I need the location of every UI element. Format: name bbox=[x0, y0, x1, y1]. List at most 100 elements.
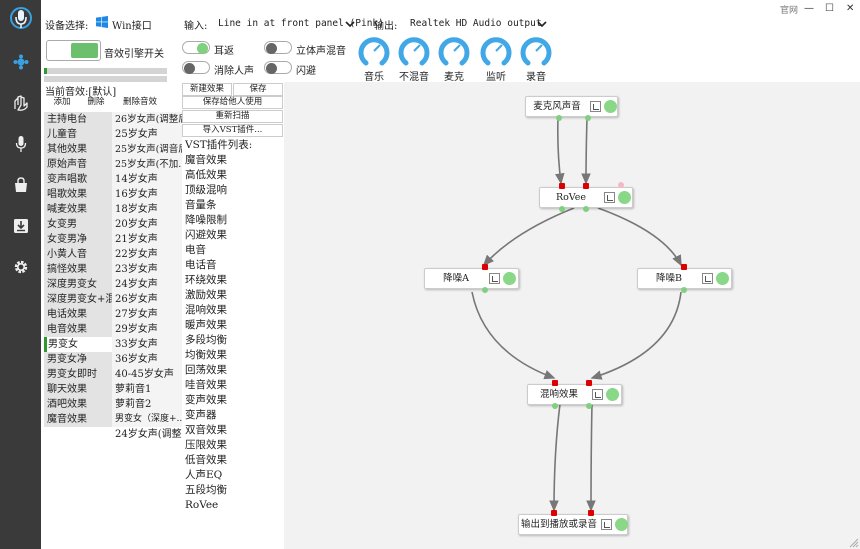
volume-slider-2[interactable] bbox=[44, 76, 167, 82]
effect-category-item[interactable]: 其他效果 bbox=[44, 142, 112, 157]
effect-preset-item[interactable]: 22岁女声 bbox=[112, 247, 182, 262]
effect-preset-item[interactable]: 24岁女声 bbox=[112, 277, 182, 292]
graph-node-reverb[interactable]: 混响效果 bbox=[527, 380, 622, 409]
output-device-select[interactable]: Realtek HD Audio output bbox=[410, 18, 542, 29]
input-device-select[interactable]: Line in at front panel (Pink) bbox=[218, 18, 384, 29]
effect-graph-canvas[interactable]: 麦克风声音 RoVee 降噪A 降噪B 混响效果输出到播放或录音 bbox=[284, 82, 860, 549]
graph-node-mic[interactable]: 麦克风声音 bbox=[525, 96, 618, 121]
rescan-button[interactable]: 重新扫描 bbox=[182, 110, 283, 123]
add-button[interactable]: 添加 bbox=[53, 97, 71, 107]
save-button[interactable]: 保存 bbox=[233, 83, 283, 96]
effect-category-item[interactable]: 聊天效果 bbox=[44, 382, 112, 397]
effect-preset-item[interactable]: 26岁女声(调整后) bbox=[112, 112, 182, 127]
effect-preset-item[interactable]: 萝莉音1 bbox=[112, 382, 182, 397]
vst-plugin-item[interactable]: 变声效果 bbox=[185, 394, 227, 406]
vst-plugin-item[interactable]: 顶级混响 bbox=[185, 184, 227, 196]
effect-preset-item[interactable]: 25岁女声(调音后) bbox=[112, 142, 182, 157]
effect-preset-item[interactable]: 26岁女声 bbox=[112, 292, 182, 307]
node-settings-icon[interactable] bbox=[590, 101, 601, 112]
download-nav-icon[interactable] bbox=[0, 211, 41, 241]
vst-plugin-item[interactable]: 混响效果 bbox=[185, 304, 227, 316]
node-settings-icon[interactable] bbox=[592, 389, 603, 400]
import-vst-button[interactable]: 导入VST插件... bbox=[182, 124, 283, 137]
effect-category-item[interactable]: 电话效果 bbox=[44, 307, 112, 322]
vst-plugin-item[interactable]: 低音效果 bbox=[185, 454, 227, 466]
effect-category-item[interactable]: 唱歌效果 bbox=[44, 187, 112, 202]
vocal-removal-toggle[interactable] bbox=[182, 61, 210, 74]
vst-plugin-item[interactable]: 电音 bbox=[185, 244, 206, 256]
output-port[interactable] bbox=[585, 115, 591, 121]
effect-category-item[interactable]: 男变女 bbox=[44, 337, 112, 352]
vst-plugin-item[interactable]: 暖声效果 bbox=[185, 319, 227, 331]
input-port[interactable] bbox=[681, 264, 687, 270]
stereo-mix-toggle[interactable] bbox=[264, 41, 292, 54]
vst-plugin-item[interactable]: 变声器 bbox=[185, 409, 217, 421]
node-settings-icon[interactable] bbox=[604, 192, 615, 203]
effect-category-item[interactable]: 深度男变女+混响 bbox=[44, 292, 112, 307]
effects-nav-icon[interactable] bbox=[0, 47, 41, 77]
output-port[interactable] bbox=[583, 206, 589, 212]
vst-plugin-item[interactable]: 双音效果 bbox=[185, 424, 227, 436]
ear-return-toggle[interactable] bbox=[182, 41, 210, 54]
ducking-toggle[interactable] bbox=[264, 61, 292, 74]
effect-category-item[interactable]: 主持电台 bbox=[44, 112, 112, 127]
vst-plugin-item[interactable]: 魔音效果 bbox=[185, 154, 227, 166]
delete-effect-button[interactable]: 删除音效 bbox=[122, 97, 157, 107]
output-port[interactable] bbox=[586, 403, 592, 409]
record-level-knob-icon[interactable] bbox=[519, 34, 553, 68]
effect-category-item[interactable]: 女变男净 bbox=[44, 232, 112, 247]
vst-plugin-item[interactable]: 哇音效果 bbox=[185, 379, 227, 391]
vst-plugin-item[interactable]: 高低效果 bbox=[185, 169, 227, 181]
input-port[interactable] bbox=[588, 510, 594, 516]
store-nav-icon[interactable] bbox=[0, 170, 41, 200]
graph-node-out[interactable]: 输出到播放或录音 bbox=[518, 510, 628, 535]
node-enable-icon[interactable] bbox=[618, 191, 631, 204]
effect-preset-item[interactable]: 男变女（深度+... bbox=[112, 412, 182, 427]
effect-category-item[interactable]: 酒吧效果 bbox=[44, 397, 112, 412]
effect-preset-item[interactable]: 25岁女声 bbox=[112, 127, 182, 142]
effect-preset-item[interactable]: 20岁女声 bbox=[112, 217, 182, 232]
mic-level-knob-icon[interactable] bbox=[437, 34, 471, 68]
delete-button[interactable]: 删除 bbox=[87, 97, 105, 107]
vst-plugin-item[interactable]: 电话音 bbox=[185, 259, 217, 271]
soundboard-nav-icon[interactable] bbox=[0, 88, 41, 118]
vst-plugin-item[interactable]: 五段均衡 bbox=[185, 484, 227, 496]
node-settings-icon[interactable] bbox=[601, 519, 612, 530]
input-port[interactable] bbox=[482, 264, 488, 270]
effect-preset-item[interactable]: 24岁女声(调整后) bbox=[115, 429, 182, 440]
effect-category-item[interactable]: 男变女即时 bbox=[44, 367, 112, 382]
maximize-icon[interactable]: ☐ bbox=[825, 3, 834, 14]
effect-category-item[interactable]: 搞怪效果 bbox=[44, 262, 112, 277]
output-port[interactable] bbox=[681, 287, 687, 293]
vst-plugin-item[interactable]: 人声EQ bbox=[185, 469, 223, 481]
node-enable-icon[interactable] bbox=[606, 388, 619, 401]
input-port[interactable] bbox=[552, 380, 558, 386]
effect-preset-item[interactable]: 36岁女声 bbox=[112, 352, 182, 367]
official-site-link[interactable]: 官网 bbox=[780, 6, 799, 16]
node-settings-icon[interactable] bbox=[489, 273, 500, 284]
node-enable-icon[interactable] bbox=[716, 272, 729, 285]
node-settings-icon[interactable] bbox=[702, 273, 713, 284]
output-port[interactable] bbox=[482, 287, 488, 293]
effect-category-item[interactable]: 深度男变女 bbox=[44, 277, 112, 292]
minimize-icon[interactable]: — bbox=[804, 3, 814, 14]
no-mix-level-knob-icon[interactable] bbox=[397, 34, 431, 68]
vst-plugin-item[interactable]: 回荡效果 bbox=[185, 364, 227, 376]
effect-preset-item[interactable]: 21岁女声 bbox=[112, 232, 182, 247]
effect-preset-item[interactable]: 18岁女声 bbox=[112, 202, 182, 217]
effect-category-item[interactable]: 原始声音 bbox=[44, 157, 112, 172]
microphone-nav-icon[interactable] bbox=[0, 129, 41, 159]
device-select-value[interactable]: Win接口 bbox=[112, 21, 152, 32]
effect-category-item[interactable]: 喊麦效果 bbox=[44, 202, 112, 217]
vst-plugin-item[interactable]: 均衡效果 bbox=[185, 349, 227, 361]
settings-gear-icon[interactable] bbox=[0, 252, 41, 282]
input-port[interactable] bbox=[586, 380, 592, 386]
output-port[interactable] bbox=[559, 206, 565, 212]
graph-node-denoise-a[interactable]: 降噪A bbox=[424, 264, 519, 293]
vst-plugin-item[interactable]: 音量条 bbox=[185, 199, 217, 211]
effect-category-item[interactable]: 女变男 bbox=[44, 217, 112, 232]
input-port[interactable] bbox=[551, 510, 557, 516]
graph-node-rovee[interactable]: RoVee bbox=[539, 182, 633, 212]
graph-node-denoise-b[interactable]: 降噪B bbox=[637, 264, 732, 293]
output-port[interactable] bbox=[552, 403, 558, 409]
